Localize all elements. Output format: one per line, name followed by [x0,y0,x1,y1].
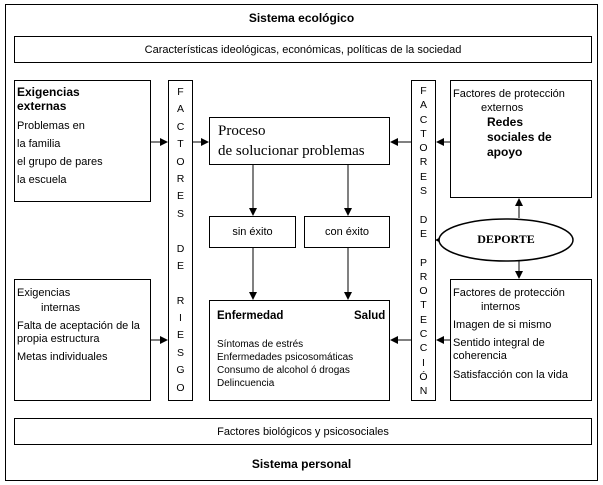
protection-factors-letter: R [419,156,428,169]
risk-factors-letter: D [176,242,185,255]
risk-factors-letter: O [176,381,185,394]
protection-factors-letter: D [419,213,428,226]
internal-demands-title-2: internas [41,302,81,314]
problem-solving-title-2: de solucionar problemas [218,143,365,159]
protection-factors-letter: P [419,256,427,269]
internal-demand-item: Metas individuales [17,351,108,363]
society-box-label: Características ideológicas, económicas,… [144,44,462,56]
protection-factors-letter: C [419,113,428,126]
illness-item: Enfermedades psicosomáticas [217,352,354,363]
internal-demand-item: Falta de aceptación de la [17,320,140,332]
risk-factors-letter: F [177,86,184,98]
external-protection-title-1: Factores de protección [453,88,565,100]
risk-factors-column [168,80,193,401]
internal-protection-title-2: internos [481,301,521,313]
external-protection-title-2: externos [481,102,524,114]
without-success-label: sin éxito [232,226,273,238]
risk-factors-letter: S [176,207,184,220]
risk-factors-letter: R [176,172,185,185]
illness-label: Enfermedad [217,310,284,322]
with-success-box: con éxito [304,216,390,248]
external-demands-box: Exigencias externas Problemas en la fami… [14,80,151,202]
external-demands-title-2: externas [17,99,67,113]
risk-factors-letter: E [176,329,184,342]
health-label: Salud [354,310,386,322]
risk-factors-letter: G [176,364,185,377]
risk-factors-letter: E [176,190,184,203]
illness-item: Síntomas de estrés [217,339,304,350]
internal-protection-item: Satisfacción con la vida [453,369,568,381]
risk-factors-letter: A [176,103,184,116]
ecological-system-title: Sistema ecológico [248,11,355,25]
problem-solving-title-1: Proceso [218,123,266,139]
with-success-label: con éxito [324,226,370,238]
sport-ellipse [438,218,574,262]
without-success-box: sin éxito [209,216,296,248]
support-networks-1: Redes [487,115,524,129]
sport-label: DEPORTE [477,232,535,246]
risk-factors-letter: S [176,346,184,359]
support-networks-3: apoyo [487,145,523,159]
risk-factors-letter: O [176,155,185,168]
external-demand-item: la escuela [17,174,67,186]
internal-protection-title-1: Factores de protección [453,287,565,299]
protection-factors-letter: T [420,299,427,312]
support-networks-2: sociales de [487,130,552,144]
internal-protection-item: Sentido integral de [453,337,545,349]
protection-factors-letter: F [420,85,427,97]
illness-item: Delincuencia [217,378,275,389]
internal-protection-item: Imagen de si mismo [453,319,552,331]
risk-factors-letter: E [176,259,184,272]
external-demand-item: la familia [17,138,61,150]
risk-factors-letter: C [176,120,185,133]
internal-protection-item: coherencia [453,350,507,362]
risk-factors-letter: T [177,138,184,151]
illness-item: Consumo de alcohol ó drogas [217,365,350,376]
protection-factors-letter: I [422,356,425,369]
protection-factors-letter: C [419,342,428,355]
protection-factors-letter: O [419,285,428,298]
protection-factors-letter: A [419,99,427,112]
protection-factors-letter: O [419,142,428,155]
risk-factors-letter: R [176,294,185,307]
external-protection-box: Factores de protección externos Redes so… [450,80,592,198]
internal-demand-item: propia estructura [17,333,100,345]
protection-factors-letter: N [419,385,428,398]
internal-protection-box: Factores de protección internos Imagen d… [450,279,592,401]
protection-factors-letter: R [419,270,428,283]
external-demands-title-1: Exigencias [17,85,80,99]
internal-demands-box: Exigencias internas Falta de aceptación … [14,279,151,401]
protection-factors-letter: S [419,185,427,198]
protection-factors-letter: T [420,127,427,140]
results-box: Enfermedad Salud Síntomas de estrés Enfe… [209,300,390,401]
risk-factors-letter: I [179,312,182,325]
protection-factors-letter: E [419,227,427,240]
biological-psychosocial-label: Factores biológicos y psicosociales [217,426,389,438]
problem-solving-box: Proceso de solucionar problemas [209,117,390,165]
internal-demands-title-1: Exigencias [17,287,71,299]
personal-system-title: Sistema personal [251,457,352,471]
protection-factors-letter: E [419,170,427,183]
external-demand-item: el grupo de pares [17,156,103,168]
biological-psychosocial-box: Factores biológicos y psicosociales [14,418,592,445]
external-demand-item: Problemas en [17,120,85,132]
protection-factors-letter: Ó [419,370,428,383]
protection-factors-letter: C [419,328,428,341]
society-box: Características ideológicas, económicas,… [14,36,592,63]
protection-factors-letter: E [419,313,427,326]
